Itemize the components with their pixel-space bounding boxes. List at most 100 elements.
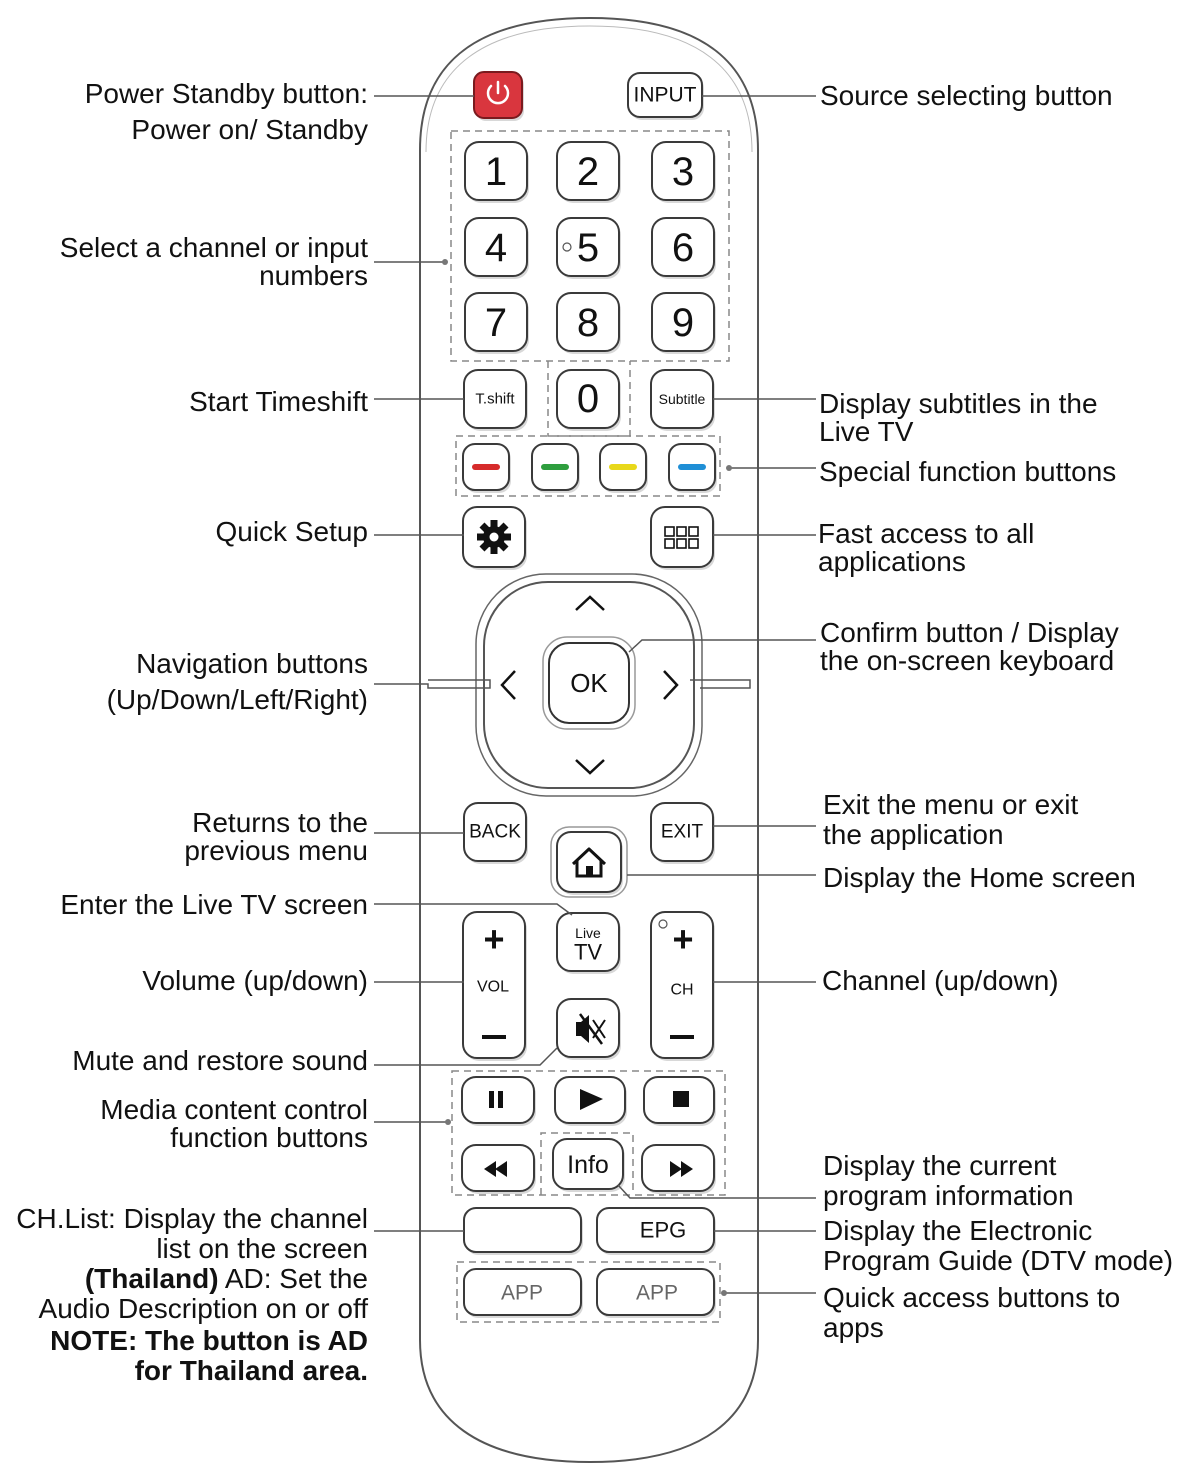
label-mute-line1: Mute and restore sound	[72, 1045, 368, 1076]
live-tv-button-body	[556, 912, 620, 972]
ok-button[interactable]	[548, 642, 630, 724]
app-button-1[interactable]	[463, 1268, 583, 1318]
pause-icon-bar-left	[489, 1091, 494, 1108]
rewind-icon-b	[495, 1161, 507, 1177]
app-grid-cell	[676, 526, 687, 537]
app-grid-cell	[676, 538, 687, 549]
digit-button-1[interactable]	[464, 141, 529, 203]
app-button-2[interactable]	[596, 1268, 716, 1318]
leader-live	[374, 903, 573, 916]
subtitle-button-label: Subtitle	[659, 391, 706, 407]
subtitle-button[interactable]	[650, 369, 715, 431]
digit-button-4-body	[464, 217, 528, 277]
volume-rocker[interactable]	[462, 911, 527, 1061]
digit-button-8[interactable]	[556, 292, 621, 354]
label-media-line1: Media content control	[100, 1094, 368, 1125]
label-back: Returns to the previous menu	[184, 809, 368, 865]
label-navigation: Navigation buttons (Up/Down/Left/Right)	[107, 650, 368, 714]
app-grid-icon	[664, 526, 699, 549]
zero-button[interactable]	[556, 369, 621, 431]
nav-right-arrow[interactable]	[663, 670, 679, 700]
channel-rocker[interactable]	[650, 911, 715, 1061]
input-button-label: INPUT	[634, 84, 697, 107]
fast-forward-icon-b	[681, 1161, 693, 1177]
color-bar-green	[541, 464, 569, 470]
digit-button-6-body	[651, 217, 715, 277]
exit-button[interactable]	[650, 802, 715, 864]
tshift-button[interactable]	[463, 369, 528, 431]
nav-left-arrow[interactable]	[500, 670, 516, 700]
label-volume-line1: Volume (up/down)	[142, 965, 368, 996]
number-group-box	[450, 130, 730, 362]
digit-button-5-body	[556, 217, 620, 277]
digit-button-5-label: 5	[577, 226, 599, 270]
chlist-ad-button[interactable]	[463, 1207, 583, 1255]
nav-up-arrow[interactable]	[575, 595, 605, 611]
home-button[interactable]	[556, 831, 623, 895]
label-subtitles: Display subtitles in the Live TV	[819, 390, 1098, 446]
label-exit: Exit the menu or exit the application	[823, 790, 1078, 850]
label-live-line1: Enter the Live TV screen	[60, 889, 368, 920]
label-exit-line1: Exit the menu or exit	[823, 789, 1079, 820]
remote-body-inner-edge	[425, 25, 753, 153]
home-button-body	[556, 831, 622, 893]
digit-button-1-label: 1	[485, 150, 507, 194]
digit-button-5[interactable]	[556, 217, 621, 279]
label-confirm: Confirm button / Display the on-screen k…	[820, 619, 1119, 675]
label-navigation-line2: (Up/Down/Left/Right)	[106, 684, 368, 715]
quick-setup-button[interactable]	[462, 506, 527, 570]
digit-button-9[interactable]	[651, 292, 716, 354]
back-button-body	[463, 802, 527, 862]
digit-button-2-body	[556, 141, 620, 201]
label-volume: Volume (up/down)	[142, 967, 368, 995]
digit-button-2[interactable]	[556, 141, 621, 203]
digit-button-3-body	[651, 141, 715, 201]
zero-group-box	[547, 361, 631, 437]
mute-button[interactable]	[556, 998, 621, 1060]
label-subtitles-line1: Display subtitles in the	[819, 388, 1098, 419]
exit-button-label: EXIT	[661, 822, 704, 843]
gear-tooth	[490, 520, 498, 528]
label-chlist-line1: CH.List: Display the channel	[16, 1203, 368, 1234]
leader-confirm	[628, 639, 816, 653]
info-button-label: Info	[567, 1151, 609, 1179]
digit-button-6-label: 6	[672, 226, 694, 270]
label-info-line1: Display the current	[823, 1150, 1057, 1181]
color-group-box	[455, 435, 721, 497]
digit-button-6[interactable]	[651, 217, 716, 279]
label-home: Display the Home screen	[823, 864, 1136, 892]
back-button[interactable]	[463, 802, 528, 864]
live-tv-button[interactable]	[556, 912, 621, 974]
info-button-body	[552, 1138, 624, 1190]
input-button[interactable]	[627, 72, 704, 120]
nav-down-arrow[interactable]	[575, 759, 605, 775]
power-icon	[486, 84, 510, 105]
digit-button-4[interactable]	[464, 217, 529, 279]
digit-button-7-label: 7	[485, 301, 507, 345]
digit-button-3[interactable]	[651, 141, 716, 203]
label-channel-line1: Channel (up/down)	[822, 965, 1059, 996]
label-numbers: Select a channel or input numbers	[60, 234, 368, 290]
power-button[interactable]	[473, 71, 524, 121]
tshift-button-label: T.shift	[475, 391, 515, 408]
label-quick-apps-line2: apps	[823, 1312, 884, 1343]
digit-button-8-body	[556, 292, 620, 352]
mute-icon	[576, 1013, 606, 1045]
info-button[interactable]	[552, 1138, 625, 1192]
leader-nav-right	[690, 679, 751, 689]
label-mute: Mute and restore sound	[72, 1047, 368, 1075]
label-chlist-line3: (Thailand) AD: Set the	[16, 1264, 368, 1294]
epg-button[interactable]	[596, 1207, 716, 1255]
label-chlist-line4: Audio Description on or off	[38, 1293, 368, 1324]
digit-5-tactile-dot	[562, 242, 572, 252]
label-numbers-line2: numbers	[259, 260, 368, 291]
label-epg-line2: Program Guide (DTV mode)	[823, 1245, 1174, 1276]
digit-button-4-label: 4	[485, 226, 507, 270]
all-apps-button[interactable]	[650, 506, 715, 570]
stop-icon	[673, 1091, 689, 1107]
back-button-label: BACK	[469, 822, 521, 843]
app-button-2-label: APP	[636, 1282, 678, 1305]
digit-button-7[interactable]	[464, 292, 529, 354]
fast-forward-icon-a	[670, 1161, 682, 1177]
